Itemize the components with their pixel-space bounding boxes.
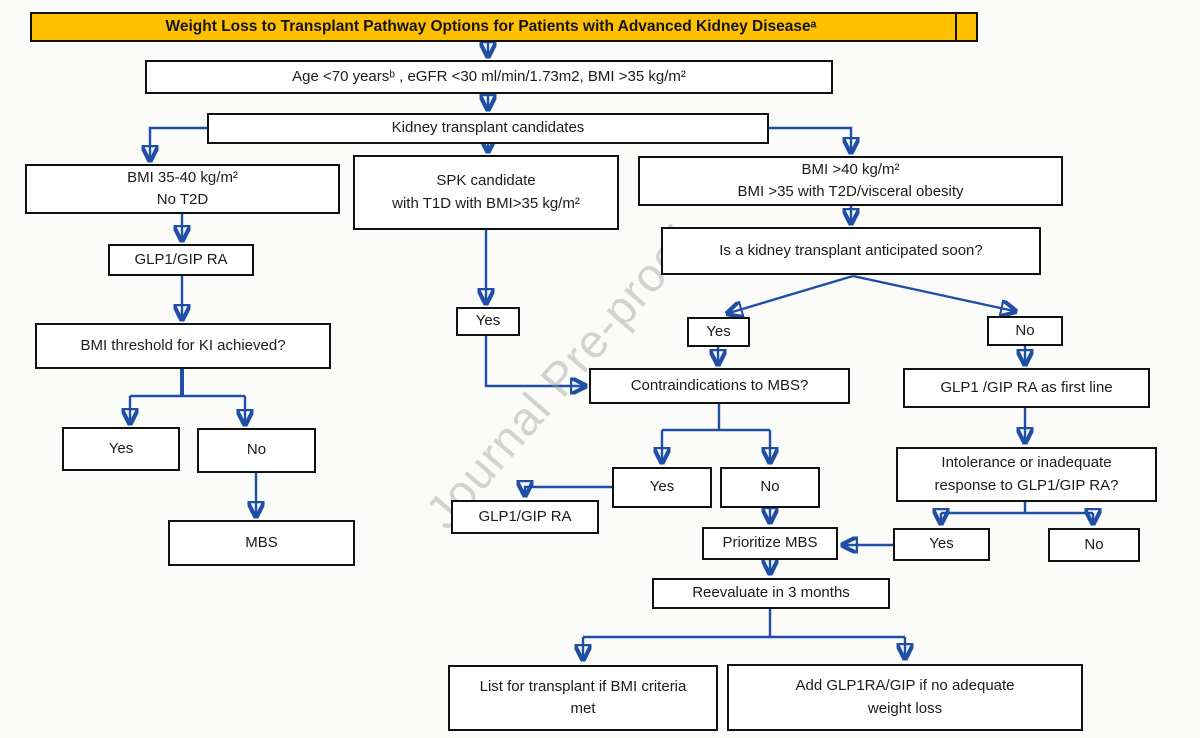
node-yes-spk: Yes (456, 307, 520, 336)
node-bmi-threshold-question: BMI threshold for KI achieved? (35, 323, 331, 369)
node-glp1-first-line: GLP1 /GIP RA as first line (903, 368, 1150, 408)
figure-title-banner: Weight Loss to Transplant Pathway Option… (30, 12, 978, 42)
node-glp1-gip-ra: GLP1/GIP RA (108, 244, 254, 276)
node-yes-intolerance: Yes (893, 528, 990, 561)
node-yes-anticipated: Yes (687, 317, 750, 347)
title-divider (955, 12, 957, 42)
node-no-contraindications: No (720, 467, 820, 508)
node-add-glp1ra-gip: Add GLP1RA/GIP if no adequate weight los… (727, 664, 1083, 731)
node-no-intolerance: No (1048, 528, 1140, 562)
figure-title: Weight Loss to Transplant Pathway Option… (165, 18, 817, 35)
node-intolerance-question: Intolerance or inadequate response to GL… (896, 447, 1157, 502)
node-yes-contraindications: Yes (612, 467, 712, 508)
node-mbs: MBS (168, 520, 355, 566)
node-list-for-transplant: List for transplant if BMI criteria met (448, 665, 718, 731)
node-age-criteria: Age <70 yearsᵇ , eGFR <30 ml/min/1.73m2,… (145, 60, 833, 94)
node-no-anticipated: No (987, 316, 1063, 346)
node-reevaluate-3-months: Reevaluate in 3 months (652, 578, 890, 609)
node-transplant-anticipated-question: Is a kidney transplant anticipated soon? (661, 227, 1041, 275)
node-prioritize-mbs: Prioritize MBS (702, 527, 838, 560)
node-contraindications-question: Contraindications to MBS? (589, 368, 850, 404)
node-bmi-over-40: BMI >40 kg/m² BMI >35 with T2D/visceral … (638, 156, 1063, 206)
node-kidney-transplant-candidates: Kidney transplant candidates (207, 113, 769, 144)
node-yes-bmi-threshold: Yes (62, 427, 180, 471)
node-no-bmi-threshold: No (197, 428, 316, 473)
node-glp1-gip-ra-secondary: GLP1/GIP RA (451, 500, 599, 534)
node-bmi-35-40-no-t2d: BMI 35-40 kg/m² No T2D (25, 164, 340, 214)
node-spk-candidate: SPK candidate with T1D with BMI>35 kg/m² (353, 155, 619, 230)
